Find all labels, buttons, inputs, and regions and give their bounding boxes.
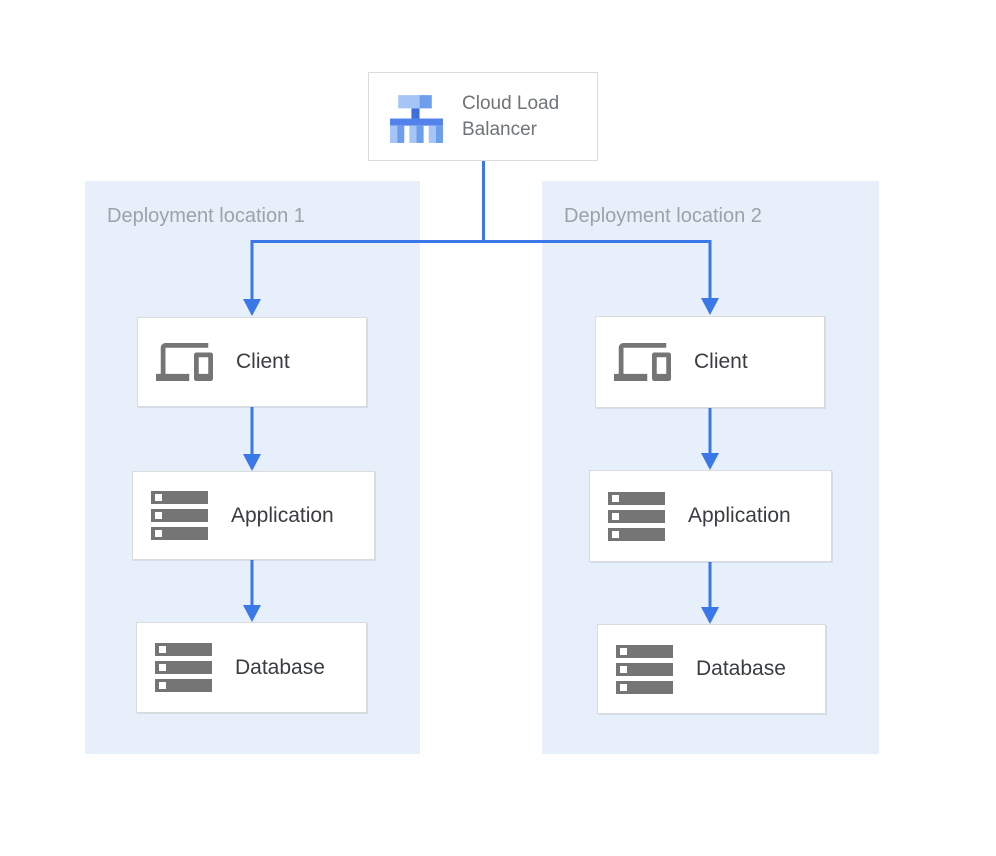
server-stack-icon: [155, 643, 212, 692]
zone-label-1: Deployment location 1: [107, 205, 305, 227]
node-zone1-client: Client: [137, 317, 367, 407]
server-stack-icon: [151, 491, 208, 540]
node-label: Application: [688, 504, 791, 527]
node-label: Client: [236, 350, 290, 373]
devices-icon: [614, 343, 671, 381]
load-balancer-node: Cloud Load Balancer: [368, 72, 598, 161]
node-zone2-application: Application: [589, 470, 832, 562]
node-label: Application: [231, 503, 334, 527]
node-zone1-database: Database: [136, 622, 367, 713]
node-label: Client: [694, 350, 748, 373]
node-label: Database: [696, 657, 786, 680]
node-zone1-application: Application: [132, 471, 375, 560]
node-zone2-database: Database: [597, 624, 826, 714]
node-zone2-client: Client: [595, 316, 825, 408]
load-balancer-label: Cloud Load Balancer: [462, 92, 560, 140]
zone-label-2: Deployment location 2: [564, 205, 762, 227]
server-stack-icon: [608, 491, 665, 541]
node-label: Database: [235, 655, 325, 679]
load-balancer-icon: [388, 90, 445, 143]
server-stack-icon: [616, 644, 673, 694]
devices-icon: [156, 343, 213, 381]
